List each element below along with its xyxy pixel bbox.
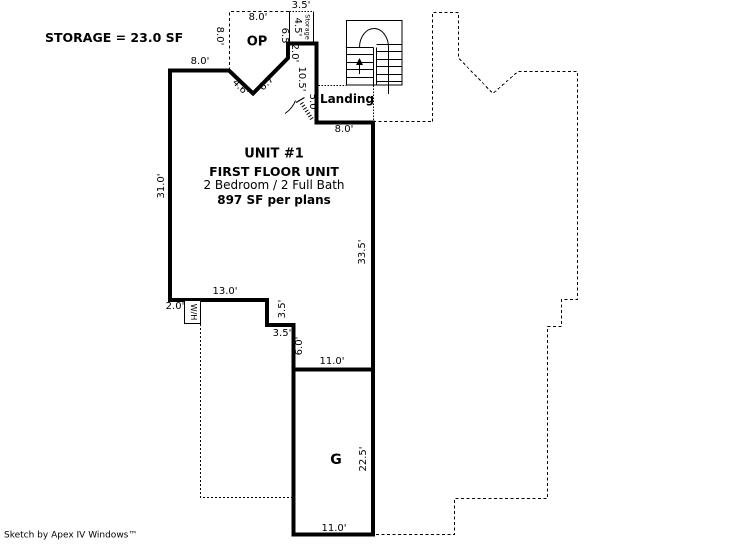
dim-landing-left: 5.0' xyxy=(307,93,318,112)
unit-walls xyxy=(168,41,375,537)
dim-op-right: 6.5' xyxy=(279,27,290,46)
dim-landing-bottom: 8.0' xyxy=(334,124,354,135)
room-op: OP xyxy=(246,34,268,50)
building-dashed-outline xyxy=(200,12,578,535)
room-storage: Storage xyxy=(302,14,311,40)
staircase xyxy=(346,20,403,94)
storage-box-sides xyxy=(289,11,314,44)
unit-area: 897 SF per plans xyxy=(217,192,331,207)
dim-unit-right: 33.5' xyxy=(357,239,368,265)
op-dashed-outline xyxy=(229,11,290,71)
door-swing xyxy=(284,96,315,122)
dim-unit-left: 31.0' xyxy=(156,173,167,199)
sketch-credit: Sketch by Apex IV Windows™ xyxy=(4,530,138,541)
dim-stair-wall: 10.5' xyxy=(296,66,307,92)
unit-rooms: 2 Bedroom / 2 Full Bath xyxy=(203,177,345,192)
landing-dotted-lines xyxy=(318,85,374,122)
dim-op-top: 8.0' xyxy=(248,12,268,23)
room-landing: Landing xyxy=(319,91,375,106)
dim-garage-right: 22.5' xyxy=(358,446,369,472)
room-wh: W/H xyxy=(188,303,198,321)
unit-name: UNIT #1 xyxy=(244,146,304,162)
wh-box xyxy=(184,300,201,324)
dim-wh: 2.0' xyxy=(165,301,185,312)
dim-step-bottom-h: 3.5' xyxy=(272,328,292,339)
dim-storage-wall: 2.0' xyxy=(289,43,300,63)
storage-note: STORAGE = 23.0 SF xyxy=(45,29,184,45)
dim-op-left: 8.0' xyxy=(214,26,225,46)
dim-step-right-v: 3.5' xyxy=(277,299,288,319)
stair-arrow-head xyxy=(356,58,363,65)
dim-step-left-v: 6.0' xyxy=(294,336,305,356)
dim-garage-top: 11.0' xyxy=(319,356,345,367)
room-garage: G xyxy=(330,452,342,468)
dim-unit-bottom: 13.0' xyxy=(212,286,238,297)
dim-unit-top: 8.0' xyxy=(190,56,210,67)
dim-garage-bottom: 11.0' xyxy=(321,523,347,534)
dim-storage-top: 3.5' xyxy=(291,0,311,11)
unit-floor: FIRST FLOOR UNIT xyxy=(209,163,339,179)
dim-storage-right: 4.5' xyxy=(292,17,303,36)
